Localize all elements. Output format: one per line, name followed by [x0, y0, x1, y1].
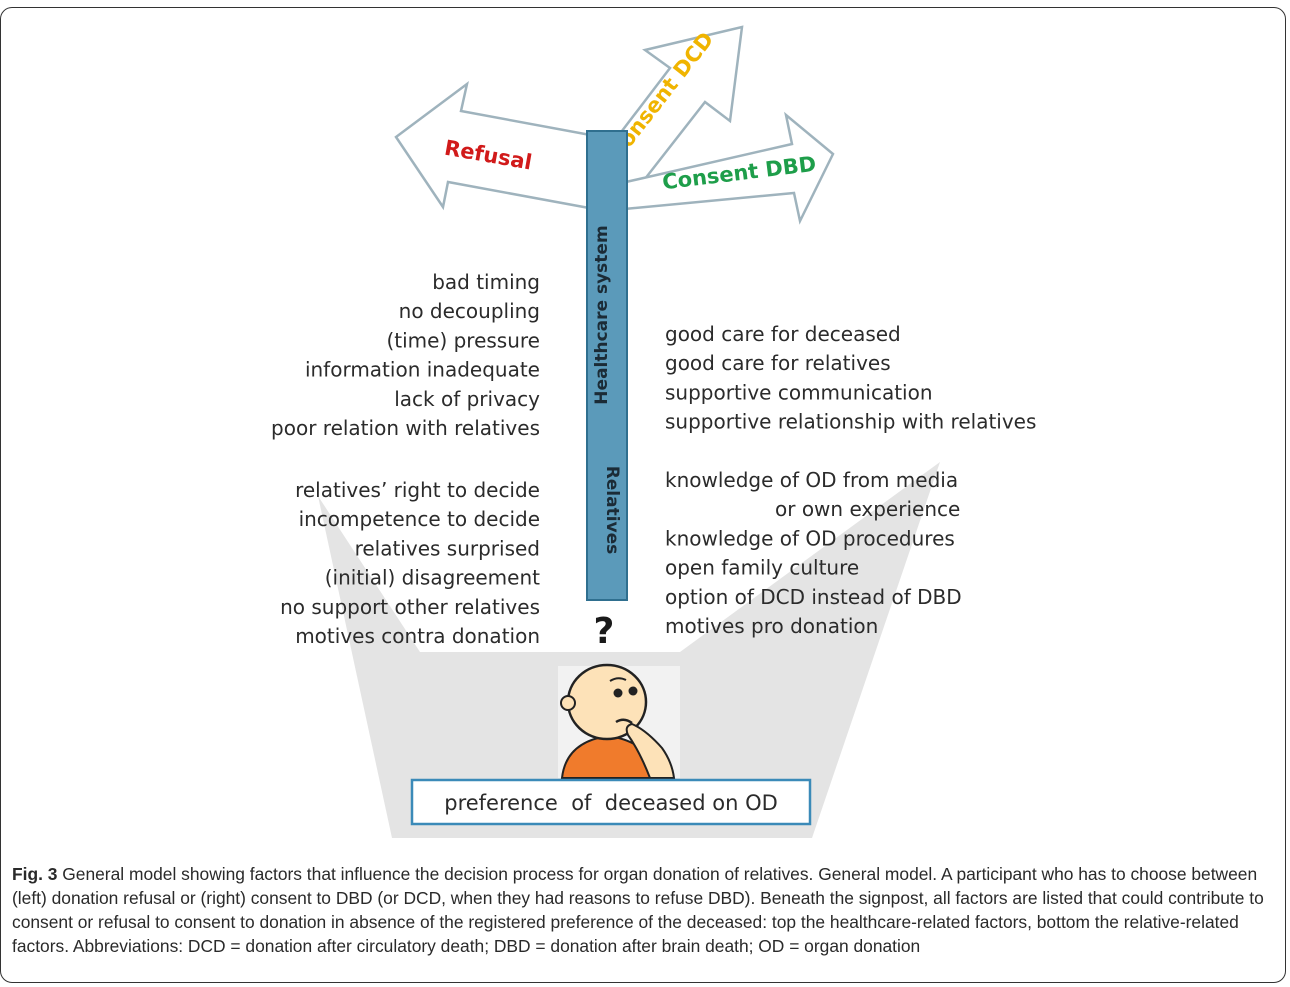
- factor-text: motives pro donation: [665, 614, 878, 638]
- figure-caption: Fig. 3 General model showing factors tha…: [12, 862, 1274, 958]
- figure-frame: [0, 7, 1286, 983]
- thinking-person-icon: [558, 663, 680, 779]
- refusal-arrow: Refusal: [394, 80, 614, 212]
- factor-text: poor relation with relatives: [271, 416, 540, 440]
- factor-text: good care for deceased: [665, 322, 901, 346]
- factor-text: or own experience: [775, 497, 960, 521]
- left-relatives-factors: relatives’ right to decide incompetence t…: [280, 478, 540, 648]
- caption-text: General model showing factors that influ…: [12, 864, 1264, 956]
- factor-text: relatives’ right to decide: [295, 478, 540, 502]
- factor-text: motives contra donation: [295, 624, 540, 648]
- factor-text: incompetence to decide: [299, 507, 540, 531]
- right-healthcare-factors: good care for deceased good care for rela…: [665, 322, 1036, 434]
- base-box-label: preference of deceased on OD: [444, 791, 778, 815]
- consent-dbd-arrow: Consent DBD: [602, 111, 835, 225]
- caption-label: Fig. 3: [12, 864, 58, 884]
- factor-text: bad timing: [432, 270, 540, 294]
- right-relatives-factors: knowledge of OD from media or own experie…: [665, 468, 962, 638]
- factor-text: supportive communication: [665, 380, 933, 404]
- factor-text: (time) pressure: [386, 328, 540, 352]
- factor-text: open family culture: [665, 556, 859, 580]
- factor-text: information inadequate: [305, 358, 540, 382]
- factor-text: supportive relationship with relatives: [665, 410, 1036, 434]
- left-healthcare-factors: bad timing no decoupling (time) pressure in…: [271, 270, 540, 440]
- cone-shape: [318, 462, 940, 838]
- pole-label-healthcare: Healthcare system: [592, 225, 612, 404]
- question-mark: ?: [594, 611, 615, 652]
- factor-text: knowledge of OD from media: [665, 468, 958, 492]
- factor-text: lack of privacy: [394, 387, 540, 411]
- base-box: [410, 778, 812, 826]
- signpost-pole: [586, 130, 628, 601]
- factor-text: option of DCD instead of DBD: [665, 585, 962, 609]
- factor-text: no decoupling: [399, 299, 540, 323]
- factor-text: relatives surprised: [355, 536, 540, 560]
- factor-text: knowledge of OD procedures: [665, 526, 955, 550]
- pole-label-relatives: Relatives: [602, 466, 622, 555]
- organ-donation-model-diagram: Refusal Consent DCD Consent DBD Healthca…: [271, 25, 1036, 838]
- factor-text: no support other relatives: [280, 595, 540, 619]
- factor-text: (initial) disagreement: [325, 566, 540, 590]
- factor-text: good care for relatives: [665, 351, 891, 375]
